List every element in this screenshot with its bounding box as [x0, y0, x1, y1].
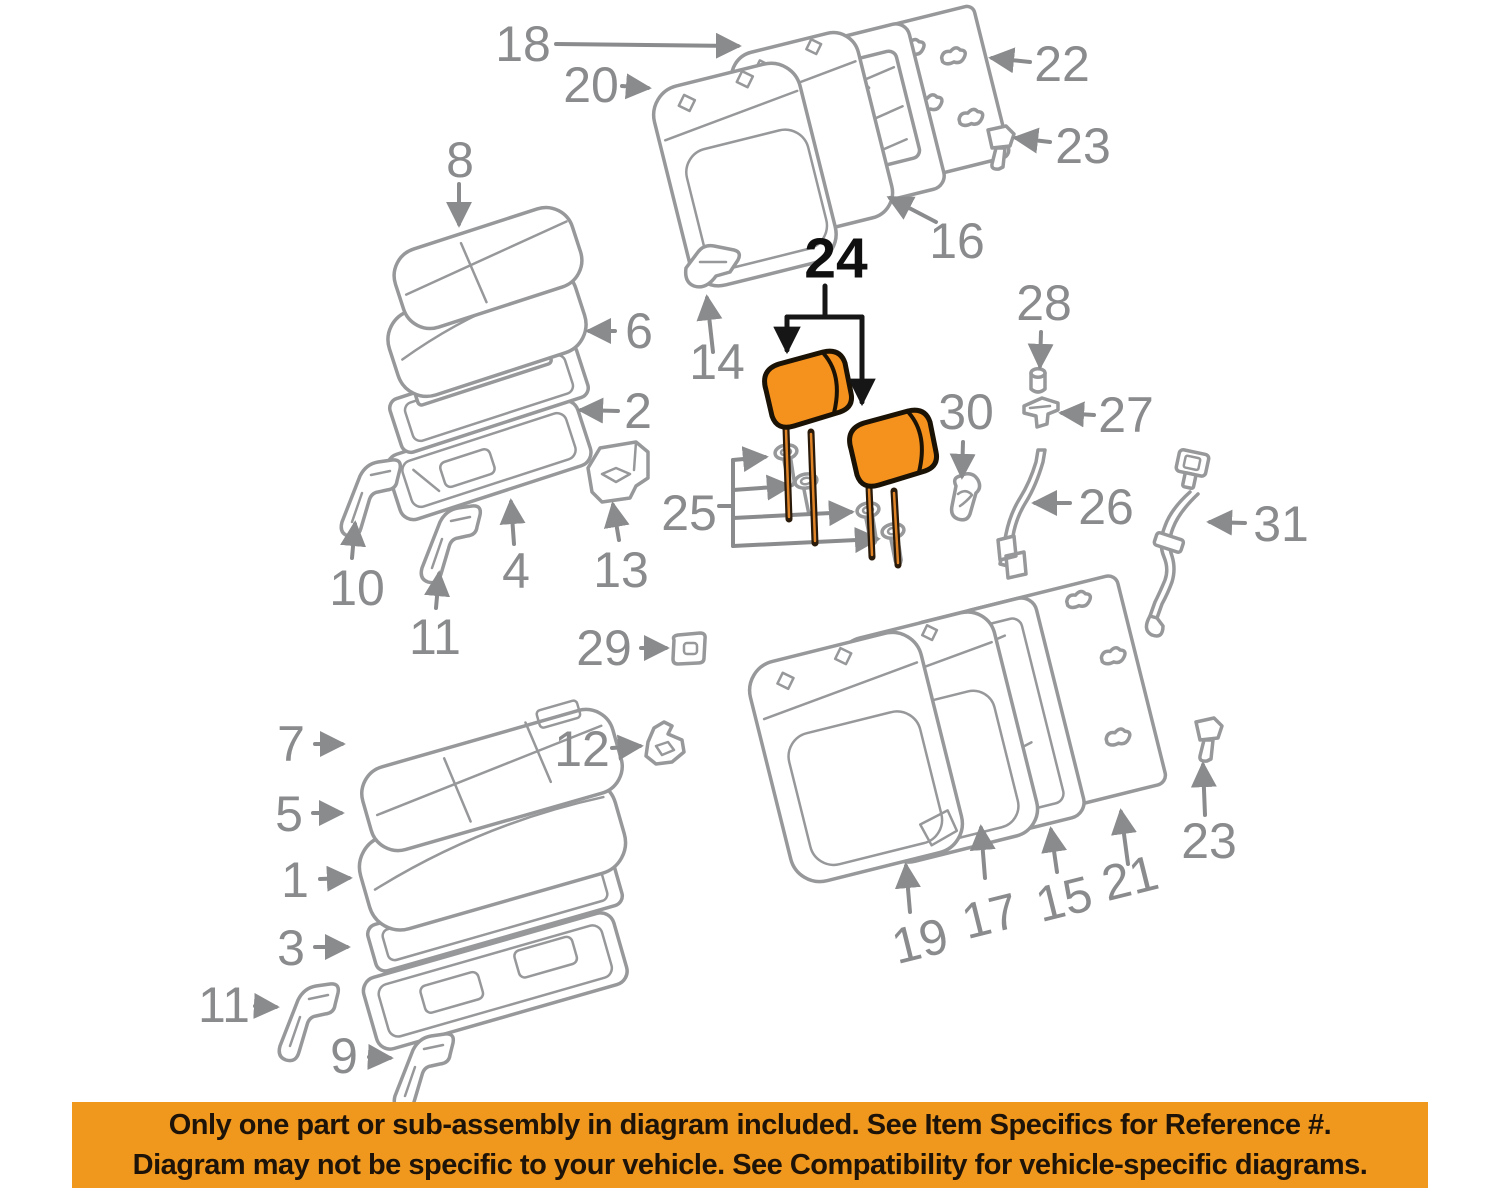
clip-29-part — [671, 631, 707, 666]
bolt-clip-23-upper-part — [986, 124, 1016, 171]
bolt-clip-23-lower-part — [1194, 716, 1224, 763]
headrest-right — [847, 407, 939, 489]
headrest-screw-2 — [792, 470, 825, 519]
callout-24-arrows — [773, 283, 876, 407]
hinge-bracket-11-lower-part — [277, 982, 341, 1063]
latch-13-part — [586, 440, 650, 504]
callout-25-bracket — [717, 446, 881, 554]
hinge-bracket-11-upper-part — [419, 504, 483, 585]
clip-12-part — [644, 720, 686, 766]
seat-cushion-8 — [392, 205, 584, 331]
disclaimer-line-2: Diagram may not be specific to your vehi… — [132, 1148, 1368, 1181]
bench-cushion-7 — [360, 699, 624, 853]
striker-26-part — [996, 448, 1047, 580]
hinge-bracket-10-part — [339, 458, 403, 539]
highlighted-headrests-24 — [762, 283, 939, 569]
seat-belt-31-part — [1144, 448, 1211, 638]
disclaimer-banner: Only one part or sub-assembly in diagram… — [72, 1102, 1428, 1188]
seat-back-cushion-19 — [747, 630, 965, 884]
clip-27-part — [1022, 396, 1060, 429]
hinge-bracket-14-part — [683, 243, 742, 289]
callout-arrows — [253, 32, 1247, 1070]
bushing-28-part — [1029, 367, 1047, 394]
hook-30-part — [949, 472, 982, 522]
seat-back-cushion-20 — [651, 61, 838, 288]
bench-pan-3 — [361, 911, 629, 1051]
disclaimer-line-1: Only one part or sub-assembly in diagram… — [168, 1108, 1332, 1141]
